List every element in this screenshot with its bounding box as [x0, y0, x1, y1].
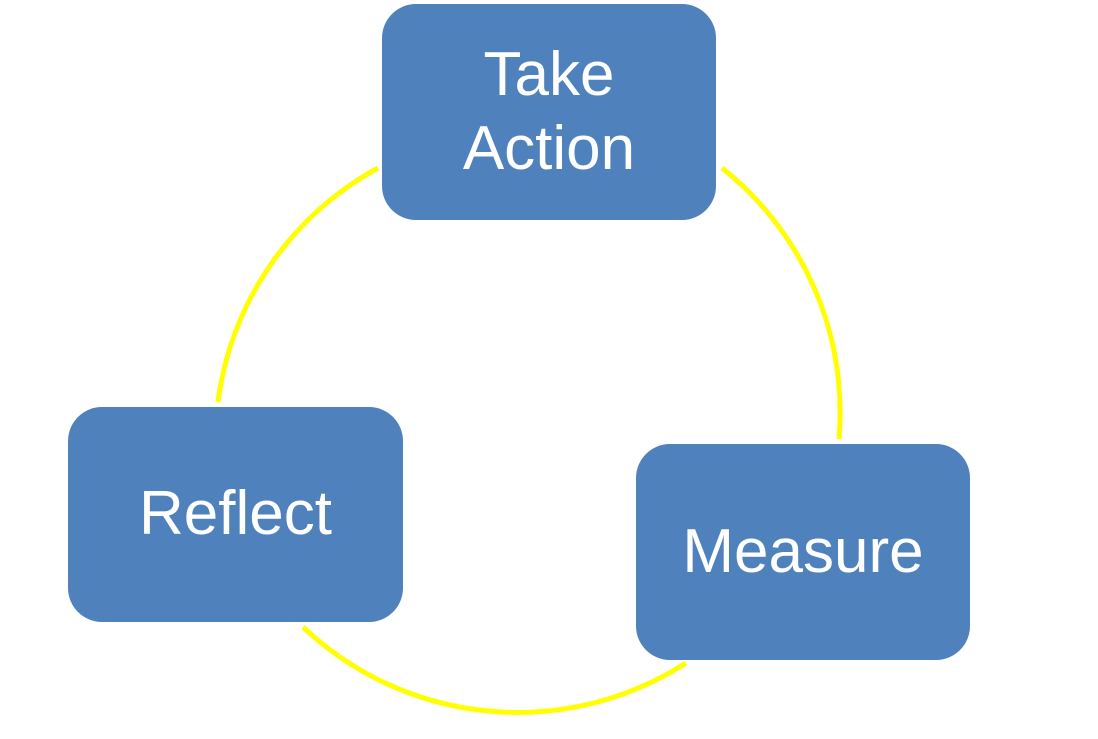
- take-action-label-line1: Take: [483, 39, 615, 109]
- reflect-label: Reflect: [139, 479, 332, 549]
- take-action-node: Take Action: [382, 4, 716, 220]
- measure-node: Measure: [636, 444, 970, 660]
- connector-take-action-to-measure: [720, 166, 843, 440]
- measure-label: Measure: [682, 516, 924, 586]
- take-action-label-line2: Action: [462, 114, 636, 183]
- connector-reflect-to-take-action: [215, 165, 380, 403]
- reflect-node: Reflect: [68, 407, 403, 622]
- take-action-label: Take Action: [463, 38, 635, 187]
- connector-measure-to-reflect: [301, 625, 688, 715]
